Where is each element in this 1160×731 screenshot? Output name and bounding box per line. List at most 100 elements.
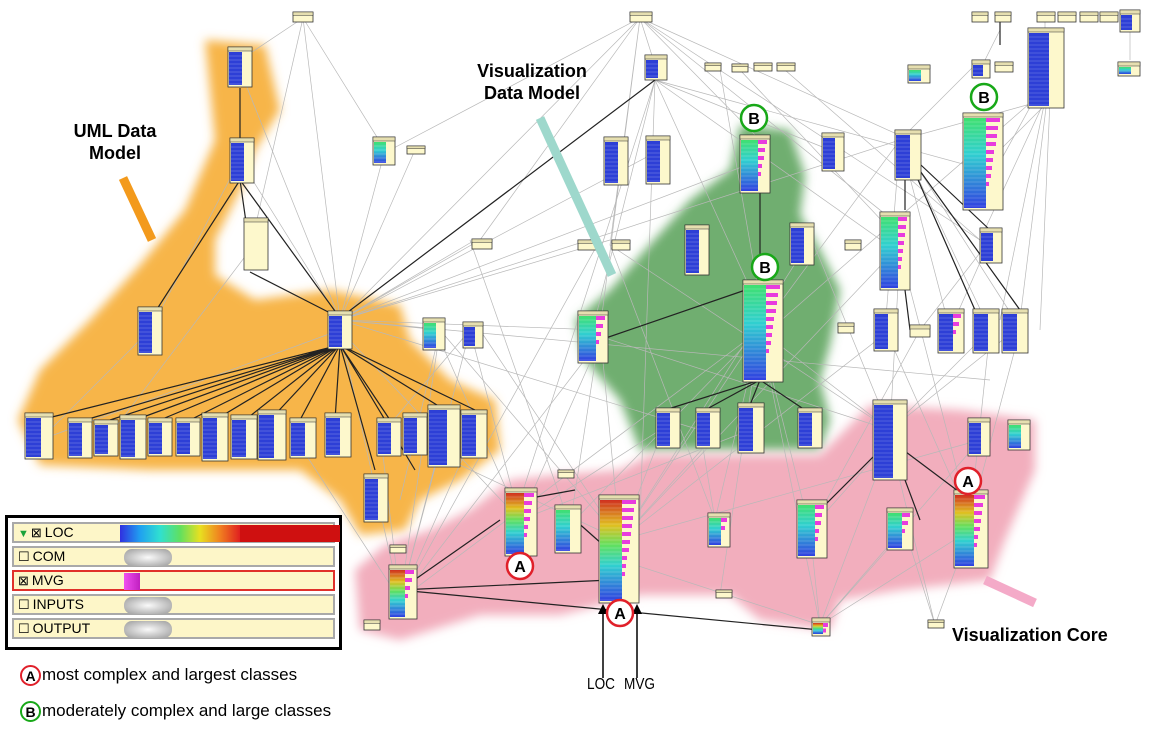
class-node[interactable] [1079,11,1099,23]
class-node[interactable] [471,238,493,250]
class-node[interactable] [67,417,93,459]
class-node[interactable] [603,136,629,186]
class-node[interactable] [257,409,287,461]
class-node[interactable] [229,137,255,184]
class-node[interactable] [789,222,815,266]
class-node[interactable] [363,619,381,631]
class-node[interactable] [967,417,991,457]
class-node[interactable] [894,129,922,181]
metric-row-com[interactable]: ☐COM [12,546,335,567]
class-node[interactable] [119,414,147,460]
class-node[interactable] [837,322,855,334]
class-node[interactable] [937,308,965,354]
class-node[interactable] [1119,9,1141,33]
checkbox-icon[interactable]: ⊠ [30,525,42,540]
metric-row-loc[interactable]: ▼⊠LOC [12,522,340,543]
class-node[interactable] [979,227,1003,264]
class-node[interactable] [402,412,428,456]
class-node[interactable] [388,564,418,620]
class-node[interactable] [1001,308,1029,354]
class-node[interactable] [821,132,845,172]
class-node[interactable] [927,619,945,629]
class-node[interactable] [776,62,796,72]
class-node[interactable] [376,417,402,457]
class-node[interactable] [372,136,396,166]
inputs-ramp[interactable] [124,597,172,614]
class-node[interactable] [707,512,731,548]
class-node[interactable] [972,308,1000,354]
class-node[interactable] [147,417,173,457]
class-node[interactable] [879,211,911,291]
class-node[interactable] [554,504,582,554]
class-node[interactable] [796,499,828,559]
class-node[interactable] [406,145,426,155]
class-node[interactable] [695,407,721,449]
class-node[interactable] [994,61,1014,73]
class-node[interactable] [844,239,862,251]
class-node[interactable] [611,239,631,251]
class-node[interactable] [886,507,914,551]
class-node[interactable] [645,135,671,185]
class-node[interactable] [629,11,653,23]
class-node[interactable] [715,589,733,599]
class-node[interactable] [243,217,269,271]
class-node[interactable] [742,279,784,383]
class-node[interactable] [655,407,681,449]
class-node[interactable] [324,412,352,458]
class-node[interactable] [327,310,353,350]
class-node[interactable] [462,321,484,349]
class-node[interactable] [907,64,931,84]
class-node[interactable] [1057,11,1077,23]
class-node[interactable] [737,402,765,454]
checkbox-icon[interactable]: ⊠ [18,573,29,588]
class-node[interactable] [24,412,54,460]
class-node[interactable] [739,134,771,194]
class-node[interactable] [811,617,831,637]
class-node[interactable] [873,308,899,352]
class-node[interactable] [230,414,258,460]
class-node[interactable] [953,489,989,569]
class-node[interactable] [797,407,823,449]
class-node[interactable] [1099,11,1119,23]
class-node[interactable] [872,399,908,481]
class-node[interactable] [292,11,314,23]
class-node[interactable] [1036,11,1056,23]
class-node[interactable] [460,409,488,459]
class-node[interactable] [577,310,609,364]
class-node[interactable] [227,46,253,88]
class-node[interactable] [422,317,446,351]
class-node[interactable] [137,306,163,356]
class-node[interactable] [971,59,991,79]
checkbox-icon[interactable]: ☐ [18,549,30,564]
loc-color-ramp[interactable] [120,525,240,542]
class-node[interactable] [93,419,119,457]
output-ramp[interactable] [124,621,172,638]
com-ramp[interactable] [124,549,172,566]
class-node[interactable] [1007,419,1031,451]
metric-row-mvg[interactable]: ⊠MVG [12,570,335,591]
class-node[interactable] [1117,61,1141,77]
class-node[interactable] [557,469,575,479]
class-node[interactable] [1027,27,1065,109]
mvg-ramp[interactable] [124,573,140,590]
class-node[interactable] [971,11,989,23]
checkbox-icon[interactable]: ☐ [18,597,30,612]
metric-row-inputs[interactable]: ☐INPUTS [12,594,335,615]
class-node[interactable] [175,417,201,457]
class-node[interactable] [201,412,229,462]
class-node[interactable] [389,544,407,554]
class-node[interactable] [994,11,1012,23]
class-node[interactable] [644,54,668,81]
class-node[interactable] [731,63,749,73]
checkbox-icon[interactable]: ☐ [18,621,30,636]
class-node[interactable] [704,62,722,72]
metric-row-output[interactable]: ☐OUTPUT [12,618,335,639]
expand-triangle-icon[interactable]: ▼ [18,528,29,540]
class-node[interactable] [363,473,389,523]
class-node[interactable] [909,324,931,338]
class-node[interactable] [289,417,317,459]
class-node[interactable] [598,494,640,604]
class-node[interactable] [753,62,773,72]
class-node[interactable] [427,404,461,468]
class-node[interactable] [962,112,1004,211]
